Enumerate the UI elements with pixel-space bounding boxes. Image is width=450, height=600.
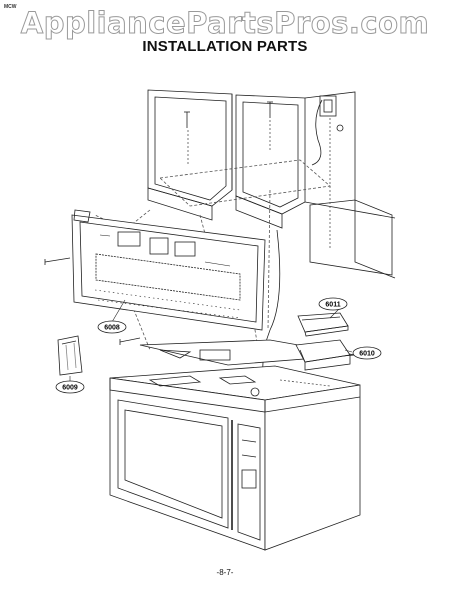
callout-label-6010: 6010	[359, 351, 375, 358]
page-number: -8-7-	[216, 568, 234, 577]
damper-6010	[295, 339, 351, 371]
callout-6009: 6009	[55, 380, 85, 394]
upper-cabinet-left	[147, 89, 233, 221]
microwave-oven	[109, 365, 361, 551]
filter-6009	[57, 335, 83, 376]
charcoal-filter-6011	[297, 312, 349, 337]
power-outlet	[311, 95, 344, 166]
callout-6011: 6011	[318, 297, 348, 311]
callout-label-6011: 6011	[325, 302, 340, 309]
cabinet-screws	[184, 101, 273, 165]
wall-panel	[304, 91, 396, 279]
upper-cabinet-right	[235, 94, 306, 229]
corner-tag: MCW	[4, 4, 17, 10]
plate-screws	[44, 257, 141, 345]
callout-label-6009: 6009	[62, 385, 78, 392]
callout-6008: 6008	[97, 320, 127, 334]
watermark: AppliancePartsPros.com	[20, 6, 430, 41]
callout-label-6008: 6008	[104, 325, 120, 332]
callout-6010: 6010	[352, 346, 382, 360]
page-title: INSTALLATION PARTS	[142, 38, 308, 55]
mounting-plate-6008	[71, 209, 266, 331]
